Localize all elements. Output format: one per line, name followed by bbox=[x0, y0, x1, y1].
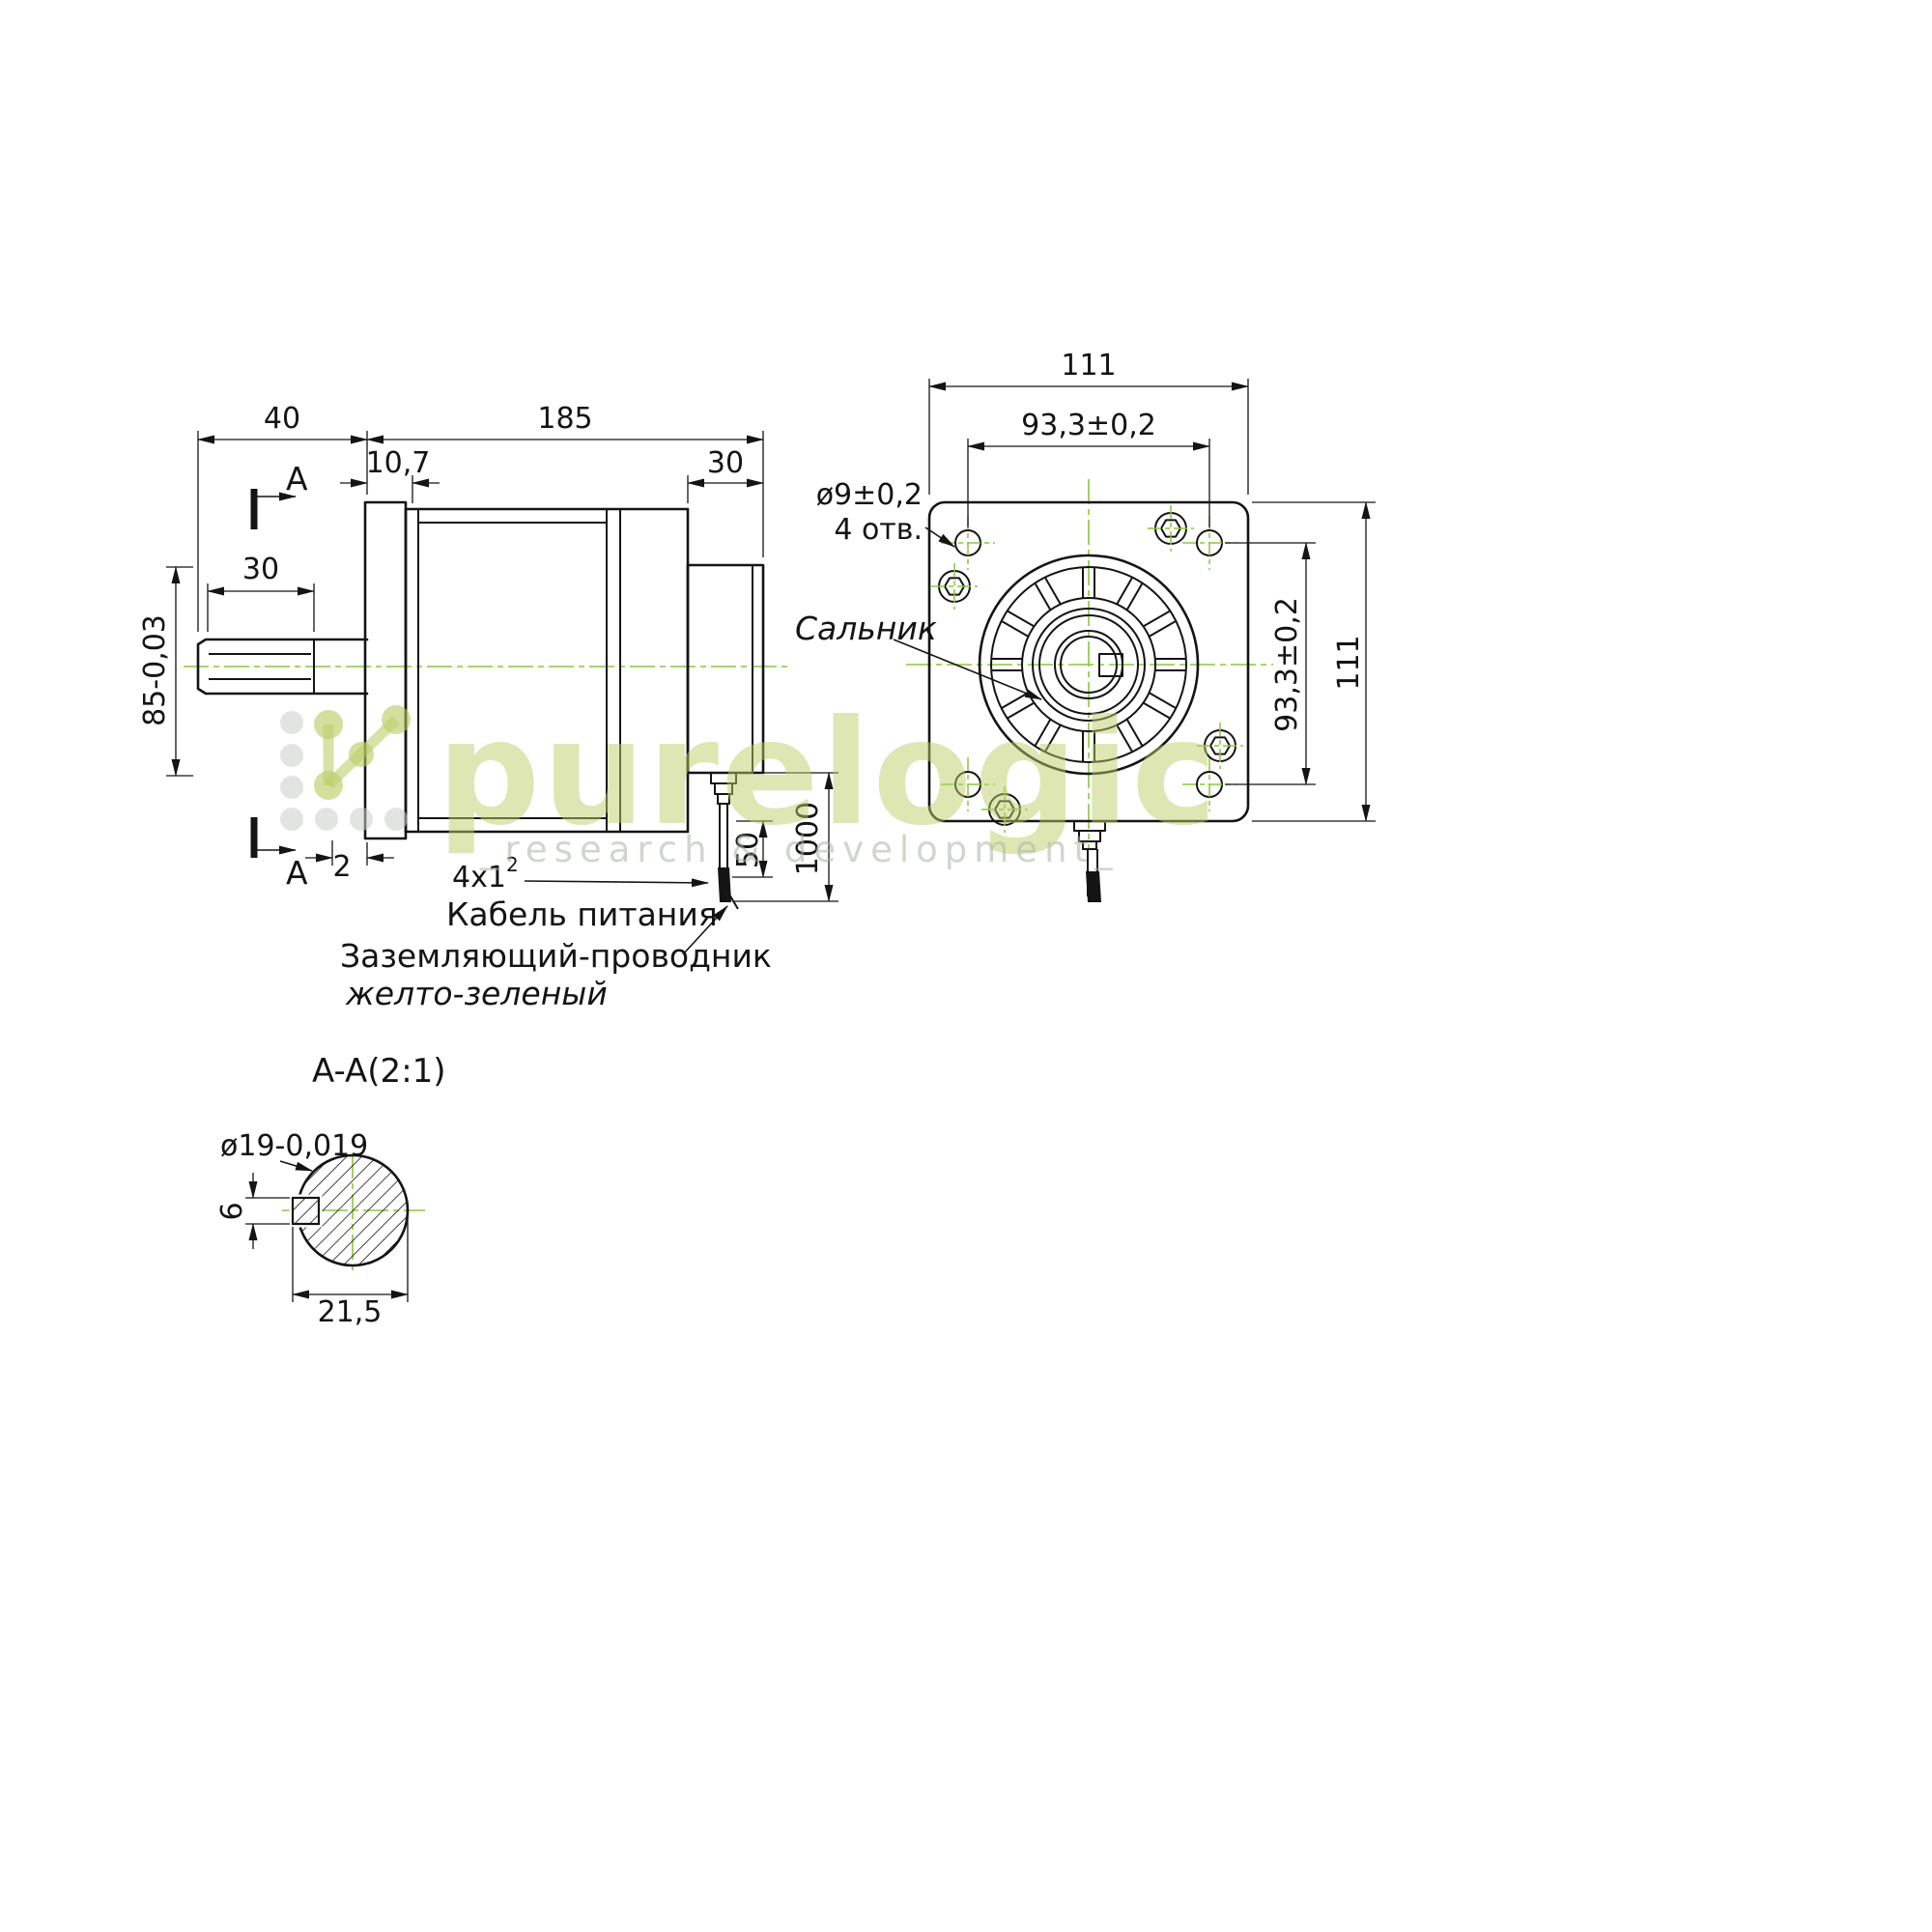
section-a-a: A-A(2:1) ø19-0,019 6 21,5 bbox=[215, 1052, 446, 1329]
dim-111-right: 111 bbox=[1332, 635, 1366, 690]
side-view-outline bbox=[196, 500, 765, 910]
cable-label: Кабель питания bbox=[446, 895, 718, 933]
hole-note-count: 4 отв. bbox=[834, 513, 923, 547]
dim-30-key: 30 bbox=[242, 553, 279, 586]
cable-spec-superscript: 2 bbox=[506, 853, 519, 876]
dim-6: 6 bbox=[215, 1202, 249, 1220]
section-dimension-lines bbox=[245, 1160, 409, 1302]
watermark-brand: purelogic bbox=[437, 690, 1219, 858]
dim-d19: ø19-0,019 bbox=[220, 1129, 368, 1163]
watermark-tagline: _research & development_ bbox=[479, 829, 1120, 870]
front-view-outline bbox=[927, 500, 1250, 902]
hex-bolt-2 bbox=[1147, 504, 1195, 553]
dim-50: 50 bbox=[731, 832, 765, 868]
hole-note-diameter: ø9±0,2 bbox=[816, 478, 923, 512]
section-cut-marks bbox=[250, 489, 297, 858]
dim-30-rear: 30 bbox=[707, 446, 744, 480]
side-view-dimension-lines bbox=[166, 431, 838, 955]
dim-10-7: 10,7 bbox=[366, 446, 431, 480]
section-outline bbox=[289, 1153, 410, 1267]
section-title: A-A(2:1) bbox=[312, 1052, 446, 1091]
section-label-a-top: A bbox=[286, 460, 308, 497]
ground-label-line1: Заземляющий-проводник bbox=[340, 937, 772, 975]
front-view: 111 93,3±0,2 ø9±0,2 4 отв. Сальник 93,3±… bbox=[795, 349, 1376, 902]
dim-40: 40 bbox=[264, 402, 300, 436]
ground-label-line2: желто-зеленый bbox=[345, 975, 608, 1012]
dim-1000: 1000 bbox=[791, 802, 825, 875]
fan-cover-spokes bbox=[991, 567, 1186, 762]
dim-2: 2 bbox=[332, 850, 351, 884]
seal-label: Сальник bbox=[795, 610, 937, 647]
dim-111-top: 111 bbox=[1061, 349, 1116, 383]
watermark-logo bbox=[280, 705, 411, 831]
dim-185: 185 bbox=[537, 402, 592, 436]
dim-93-3-top: 93,3±0,2 bbox=[1021, 409, 1156, 442]
hex-bolt-1 bbox=[930, 562, 979, 611]
cable-spec: 4x1 bbox=[452, 861, 506, 895]
dim-85: 85-0,03 bbox=[138, 614, 172, 726]
side-view: A A bbox=[138, 402, 838, 1012]
front-view-dimension-lines bbox=[893, 379, 1376, 822]
watermark: purelogic _research & development_ bbox=[280, 690, 1219, 870]
section-label-a-bottom: A bbox=[286, 854, 308, 892]
dim-21-5: 21,5 bbox=[318, 1295, 383, 1329]
dim-93-3-right: 93,3±0,2 bbox=[1270, 597, 1304, 732]
